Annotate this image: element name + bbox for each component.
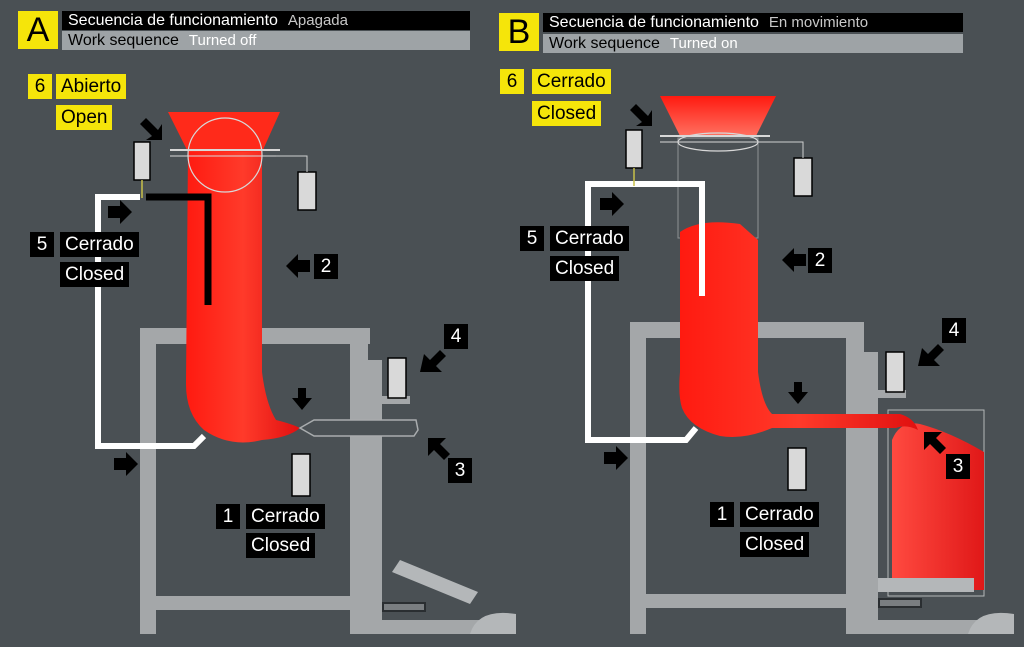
label-5-en-a: Closed (60, 262, 130, 287)
state-en-a: Turned off (188, 32, 257, 49)
arrow-5-a (108, 200, 132, 224)
arrow-lower-b (604, 446, 628, 470)
arrow-6-a (140, 118, 162, 140)
label-1-num-a: 1 (216, 504, 240, 529)
molten-material-b (679, 222, 918, 437)
label-3-num-b: 3 (946, 454, 970, 479)
label-1-en-a: Closed (246, 533, 316, 558)
foot-pedal-b (878, 598, 1014, 634)
title-en-a: Work sequence (68, 32, 179, 49)
actuator-rod-a (146, 193, 212, 305)
state-es-a: Apagada (287, 12, 348, 29)
molten-material-a (186, 135, 300, 443)
cylinder-right-b (770, 141, 813, 197)
cylinder-top-b (625, 129, 643, 186)
cylinder-bottom-a (291, 453, 311, 497)
label-5-en-b: Closed (550, 256, 620, 281)
cylinder-bottom-b (787, 447, 807, 491)
label-5-num-a: 5 (30, 232, 54, 257)
hopper-b (660, 96, 776, 136)
foot-pedal-a (382, 560, 516, 634)
label-3-num-a: 3 (448, 458, 472, 483)
header-es-b: Secuencia de funcionamiento En movimiento (543, 13, 963, 32)
label-6-es-b: Cerrado (532, 69, 611, 94)
cylinder-side-a (387, 357, 407, 399)
arrows-a (108, 118, 450, 476)
arrow-4-a (420, 350, 446, 372)
cylinder-right-a (276, 155, 317, 211)
state-en-b: Turned on (669, 35, 738, 52)
arrow-3-a (428, 438, 450, 460)
label-1-es-b: Cerrado (740, 502, 819, 527)
title-es-b: Secuencia de funcionamiento (549, 14, 759, 31)
arrows-b (600, 104, 946, 470)
arrow-6-b (630, 104, 652, 126)
title-en-b: Work sequence (549, 35, 660, 52)
label-6-num-b: 6 (500, 69, 524, 94)
label-6-en-a: Open (56, 105, 113, 130)
arrow-4-b (918, 344, 944, 366)
label-1-num-b: 1 (710, 502, 734, 527)
hopper-a (168, 112, 280, 152)
label-2-num-b: 2 (808, 248, 832, 273)
state-es-b: En movimiento (768, 14, 869, 31)
label-6-en-b: Closed (532, 101, 602, 126)
arrow-3-b (924, 432, 946, 454)
label-5-es-b: Cerrado (550, 226, 629, 251)
header-en-b: Work sequence Turned on (543, 34, 963, 53)
title-es-a: Secuencia de funcionamiento (68, 12, 278, 29)
arrow-lower-a (114, 452, 138, 476)
arrow-5-b (600, 192, 624, 216)
actuator-rod-b (636, 181, 705, 296)
arrow-2-b (782, 248, 806, 272)
panel-letter-a: A (18, 11, 58, 49)
cylinder-side-b (885, 351, 905, 393)
arrow-1-b (788, 382, 808, 404)
label-2-num-a: 2 (314, 254, 338, 279)
label-6-es-a: Abierto (56, 74, 127, 99)
arrow-1-a (292, 388, 312, 410)
air-pipe-a (95, 194, 207, 449)
header-en-a: Work sequence Turned off (62, 31, 470, 50)
panel-letter-b: B (499, 13, 539, 51)
label-6-num-a: 6 (28, 74, 52, 99)
nozzle-a (298, 419, 419, 437)
arrow-2-a (286, 254, 310, 278)
panel-a-artwork (95, 112, 516, 634)
label-5-es-a: Cerrado (60, 232, 139, 257)
header-es-a: Secuencia de funcionamiento Apagada (62, 11, 470, 30)
label-4-num-a: 4 (444, 324, 468, 349)
label-5-num-b: 5 (520, 226, 544, 251)
cylinder-top-a (133, 141, 151, 198)
air-pipe-b (585, 181, 699, 443)
label-1-es-a: Cerrado (246, 504, 325, 529)
label-1-en-b: Closed (740, 532, 810, 557)
label-4-num-b: 4 (942, 318, 966, 343)
